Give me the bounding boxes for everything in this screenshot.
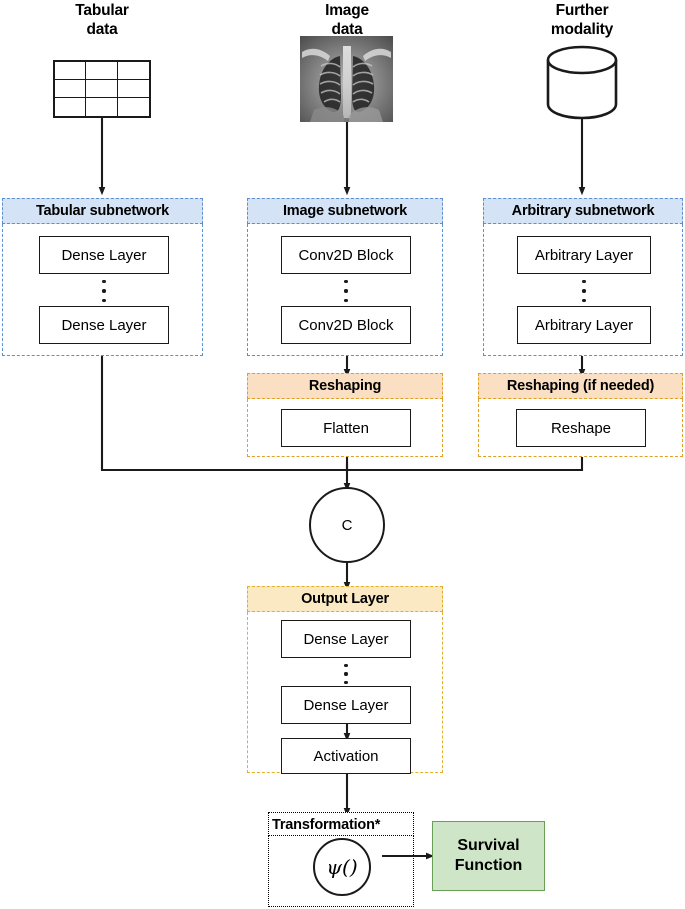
- layer-box[interactable]: Dense Layer: [39, 306, 169, 344]
- layer-box[interactable]: Conv2D Block: [281, 306, 411, 344]
- layer-box[interactable]: Dense Layer: [281, 686, 411, 724]
- survival-label-line-2: Function: [454, 857, 523, 874]
- layer-ellipsis: [546, 280, 622, 302]
- database-cylinder-icon: [546, 45, 618, 120]
- output-layer-body: Dense Layer Dense Layer Activation: [247, 612, 443, 774]
- layer-box[interactable]: Activation: [281, 738, 411, 774]
- subnetwork-body-image: Conv2D Block Conv2D Block: [247, 224, 443, 356]
- layer-box[interactable]: Reshape: [516, 409, 646, 447]
- layer-ellipsis: [308, 280, 384, 302]
- layer-box[interactable]: Dense Layer: [281, 620, 411, 658]
- reshaping-body-arbitrary: Reshape: [478, 399, 683, 457]
- subnetwork-body-tabular: Dense Layer Dense Layer: [2, 224, 203, 356]
- chest-xray-thumbnail: [300, 36, 393, 122]
- psi-function-node[interactable]: ψ(): [313, 838, 371, 896]
- survival-function-box: Survival Function: [432, 821, 545, 891]
- survival-label-line-1: Survival: [457, 837, 520, 854]
- layer-box[interactable]: Dense Layer: [39, 236, 169, 274]
- layer-box[interactable]: Arbitrary Layer: [517, 306, 651, 344]
- subnetwork-header-tabular: Tabular subnetwork: [2, 198, 203, 224]
- caption-line-1: Tabular: [75, 2, 129, 19]
- layer-box[interactable]: Conv2D Block: [281, 236, 411, 274]
- layer-ellipsis: [66, 280, 142, 302]
- layer-box[interactable]: Arbitrary Layer: [517, 236, 651, 274]
- table-grid-icon: [53, 60, 151, 118]
- input-caption-image: Image data: [267, 1, 427, 39]
- caption-line-1: Further: [555, 2, 609, 19]
- subnetwork-header-image: Image subnetwork: [247, 198, 443, 224]
- reshaping-header-image: Reshaping: [247, 373, 443, 399]
- transformation-body: ψ(): [268, 836, 414, 907]
- caption-line-2: modality: [550, 21, 614, 38]
- concatenation-node[interactable]: C: [309, 487, 385, 563]
- output-layer-header: Output Layer: [247, 586, 443, 612]
- caption-line-2: data: [86, 21, 118, 38]
- layer-ellipsis: [308, 664, 384, 684]
- subnetwork-header-arbitrary: Arbitrary subnetwork: [483, 198, 683, 224]
- reshaping-header-arbitrary: Reshaping (if needed): [478, 373, 683, 399]
- layer-box[interactable]: Flatten: [281, 409, 411, 447]
- reshaping-body-image: Flatten: [247, 399, 443, 457]
- caption-line-1: Image: [325, 2, 369, 19]
- transformation-header: Transformation*: [268, 812, 414, 836]
- subnetwork-body-arbitrary: Arbitrary Layer Arbitrary Layer: [483, 224, 683, 356]
- input-caption-tabular: Tabular data: [22, 1, 182, 39]
- caption-line-2: data: [331, 21, 363, 38]
- chest-xray-image: [300, 36, 393, 122]
- input-caption-further: Further modality: [502, 1, 662, 39]
